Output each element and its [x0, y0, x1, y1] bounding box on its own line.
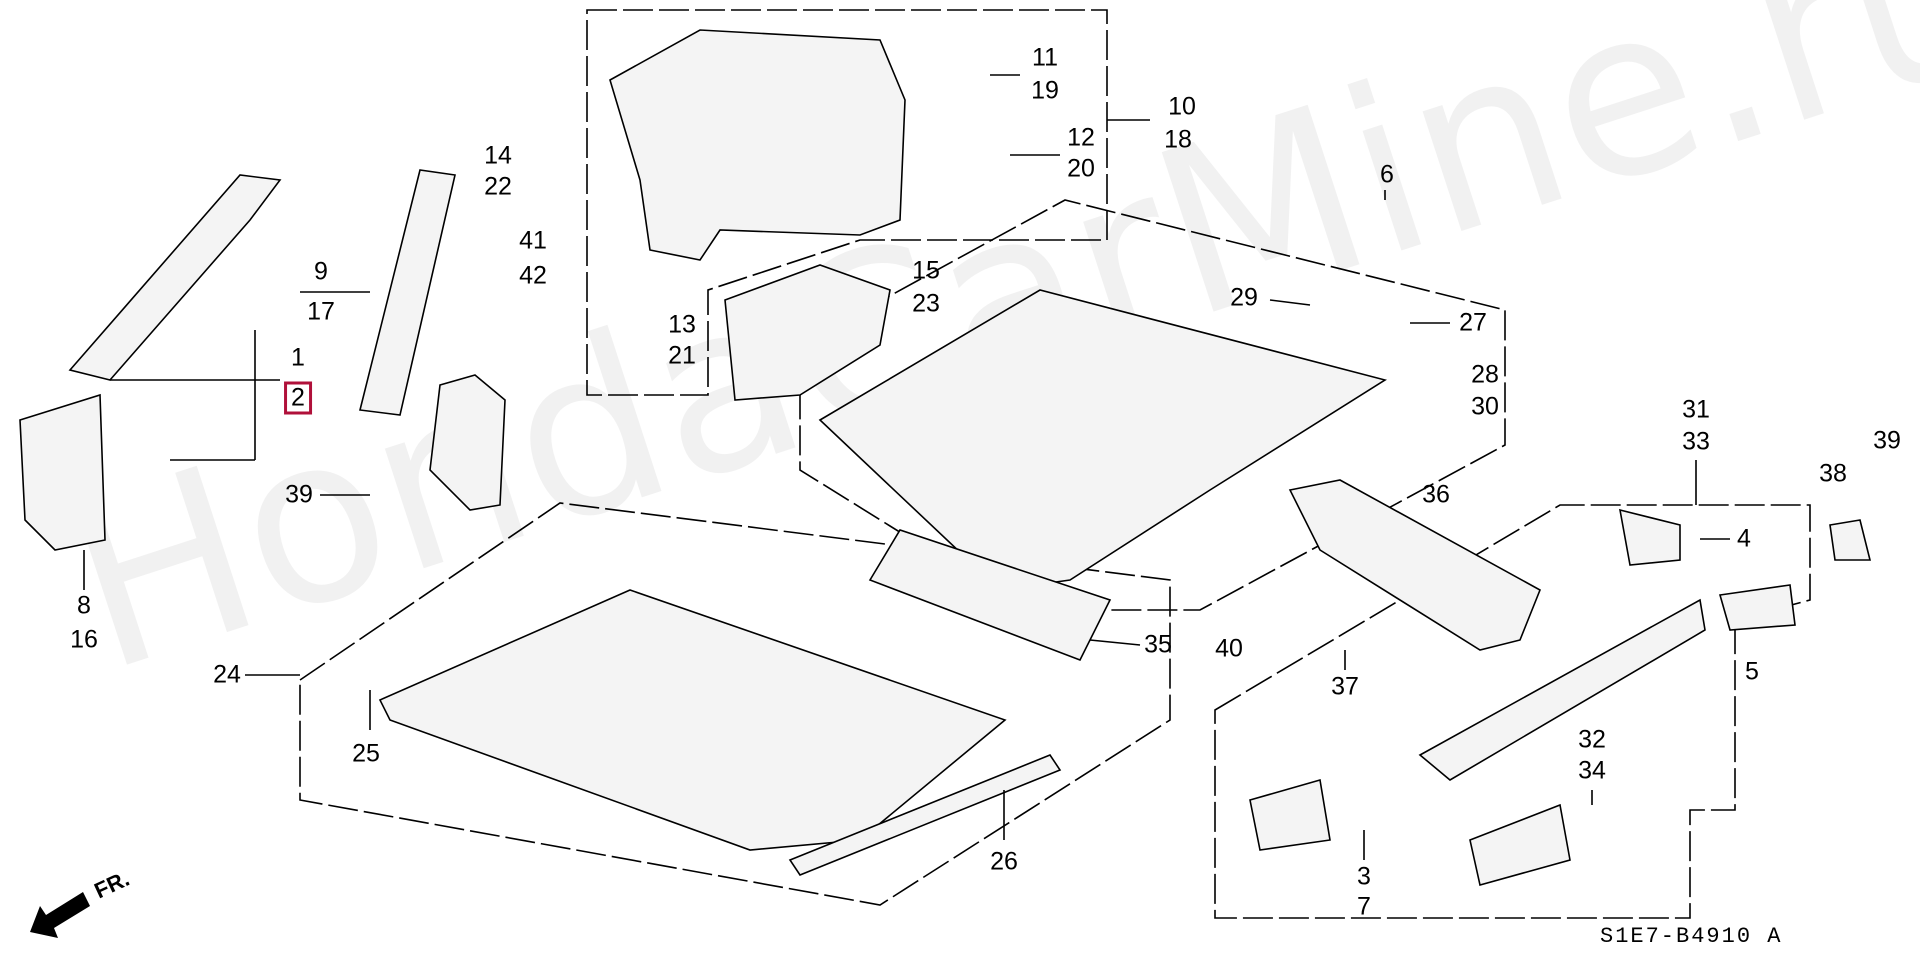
part-number-22[interactable]: 22	[484, 172, 512, 201]
part-bracket-32	[1469, 803, 1571, 886]
part-number-11[interactable]: 11	[1032, 43, 1058, 72]
part-bracket-3	[1249, 778, 1331, 851]
part-outer-panel	[609, 29, 906, 261]
part-number-41[interactable]: 41	[519, 226, 547, 255]
part-number-2[interactable]: 2	[284, 381, 312, 415]
part-side-sill	[788, 754, 1062, 876]
part-number-18[interactable]: 18	[1164, 125, 1192, 154]
part-number-4[interactable]: 4	[1737, 524, 1751, 553]
part-wheelhouse	[724, 264, 891, 401]
part-number-28[interactable]: 28	[1471, 360, 1499, 389]
part-number-24[interactable]: 24	[213, 660, 241, 689]
part-number-19[interactable]: 19	[1031, 76, 1059, 105]
part-number-14[interactable]: 14	[484, 141, 512, 170]
part-number-9[interactable]: 9	[314, 257, 328, 286]
part-number-7[interactable]: 7	[1357, 892, 1371, 921]
group-box-rear-frame	[1214, 504, 1811, 919]
part-number-36[interactable]: 36	[1422, 480, 1450, 509]
part-cross-member	[868, 529, 1112, 662]
part-number-20[interactable]: 20	[1067, 154, 1095, 183]
part-number-21[interactable]: 21	[668, 341, 696, 370]
part-number-16[interactable]: 16	[70, 625, 98, 654]
part-number-32[interactable]: 32	[1578, 725, 1606, 754]
part-bracket-5	[1718, 584, 1796, 631]
part-number-8[interactable]: 8	[77, 591, 91, 620]
part-number-5[interactable]: 5	[1745, 657, 1759, 686]
part-number-27[interactable]: 27	[1459, 308, 1487, 337]
part-number-39[interactable]: 39	[285, 480, 313, 509]
group-box-rear-panel	[586, 9, 1108, 396]
front-direction-arrow-icon	[30, 892, 90, 938]
part-number-35[interactable]: 35	[1144, 630, 1172, 659]
part-number-3[interactable]: 3	[1357, 862, 1371, 891]
part-number-31[interactable]: 31	[1682, 395, 1710, 424]
part-number-23[interactable]: 23	[912, 289, 940, 318]
part-number-39[interactable]: 39	[1873, 426, 1901, 455]
part-number-29[interactable]: 29	[1230, 283, 1258, 312]
part-number-10[interactable]: 10	[1168, 92, 1196, 121]
group-box-front-floor	[299, 502, 1171, 906]
part-rear-subframe	[1288, 479, 1542, 651]
part-number-1[interactable]: 1	[291, 343, 305, 372]
part-b-pillar	[359, 169, 456, 416]
part-bracket-31	[1618, 508, 1681, 566]
leader-lines	[83, 74, 1730, 860]
part-number-26[interactable]: 26	[990, 847, 1018, 876]
part-number-30[interactable]: 30	[1471, 392, 1499, 421]
part-number-12[interactable]: 12	[1067, 123, 1095, 152]
part-38	[1829, 519, 1872, 561]
part-frame-rail	[1418, 598, 1706, 781]
part-number-33[interactable]: 33	[1682, 427, 1710, 456]
part-number-37[interactable]: 37	[1331, 672, 1359, 701]
part-number-34[interactable]: 34	[1578, 756, 1606, 785]
part-pillar-inner	[19, 393, 106, 551]
diagram-code: S1E7-B4910 A	[1600, 924, 1783, 949]
part-number-6[interactable]: 6	[1380, 160, 1394, 189]
part-number-15[interactable]: 15	[912, 256, 940, 285]
part-pillar-upper	[68, 174, 282, 381]
part-number-38[interactable]: 38	[1819, 459, 1847, 488]
part-number-25[interactable]: 25	[352, 739, 380, 768]
part-number-13[interactable]: 13	[668, 310, 696, 339]
part-c-pillar-lower	[429, 374, 506, 511]
part-number-40[interactable]: 40	[1215, 634, 1243, 663]
part-number-42[interactable]: 42	[519, 261, 547, 290]
part-number-17[interactable]: 17	[307, 297, 335, 326]
